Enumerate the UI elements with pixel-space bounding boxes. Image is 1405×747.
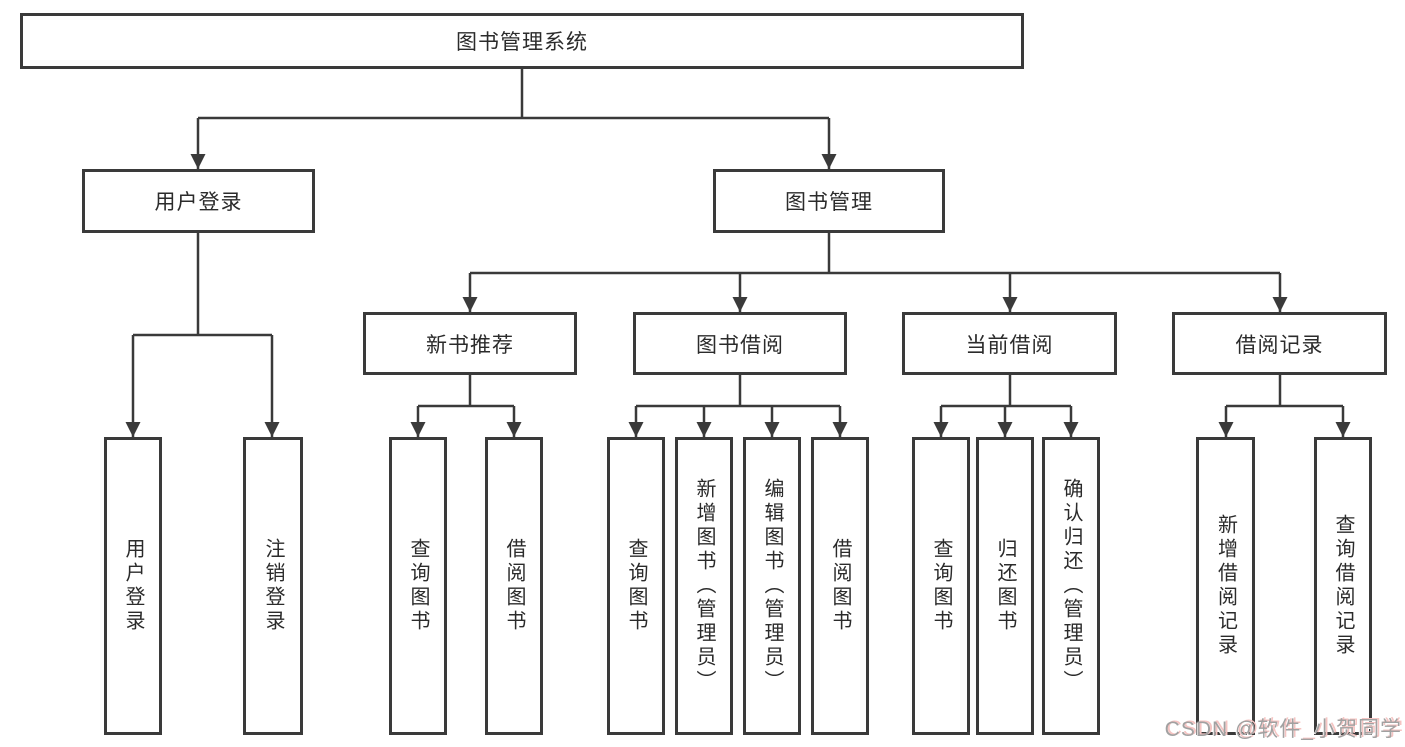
csdn-watermark: CSDN @软件_小贺同学 — [1164, 718, 1402, 741]
leaf-borrowing-query-books: 查询图书 — [607, 437, 665, 735]
node-current-borrowing: 当前借阅 — [902, 312, 1117, 375]
node-borrowing-records: 借阅记录 — [1172, 312, 1387, 375]
leaf-current-confirm-return-admin: 确认归还（管理员） — [1042, 437, 1100, 735]
leaf-newrec-borrow-books: 借阅图书 — [485, 437, 543, 735]
leaf-borrowing-borrow-books: 借阅图书 — [811, 437, 869, 735]
node-library-system: 图书管理系统 — [20, 13, 1024, 69]
node-book-borrowing: 图书借阅 — [633, 312, 847, 375]
leaf-current-query-books: 查询图书 — [912, 437, 970, 735]
leaf-logout: 注销登录 — [243, 437, 303, 735]
node-new-book-recommend: 新书推荐 — [363, 312, 577, 375]
leaf-user-login: 用户登录 — [104, 437, 162, 735]
node-user-login: 用户登录 — [82, 169, 315, 233]
leaf-borrowing-edit-books-admin: 编辑图书（管理员） — [743, 437, 801, 735]
leaf-newrec-query-books: 查询图书 — [389, 437, 447, 735]
leaf-records-add-record: 新增借阅记录 — [1196, 437, 1255, 735]
node-book-management: 图书管理 — [713, 169, 945, 233]
leaf-records-query-record: 查询借阅记录 — [1314, 437, 1372, 735]
leaf-current-return-books: 归还图书 — [976, 437, 1034, 735]
leaf-borrowing-add-books-admin: 新增图书（管理员） — [675, 437, 733, 735]
